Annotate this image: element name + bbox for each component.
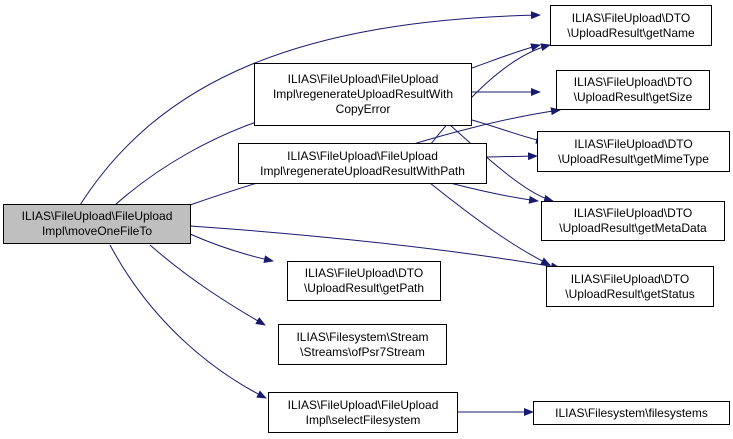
node-regenerate-with-path[interactable]: ILIAS\FileUpload\FileUpload Impl\regener…	[238, 143, 487, 184]
node-label-line-1: ILIAS\FileUpload\DTO	[570, 271, 690, 286]
edge-path-to-getname	[429, 43, 551, 146]
node-get-meta-data[interactable]: ILIAS\FileUpload\DTO \UploadResult\getMe…	[541, 201, 725, 241]
node-label-line-2: \UploadResult\getName	[567, 25, 695, 40]
node-label-line-2: \UploadResult\getMimeType	[558, 151, 709, 166]
edge-move-to-getstatus	[189, 225, 561, 271]
node-select-filesystem[interactable]: ILIAS\FileUpload\FileUpload Impl\selectF…	[268, 392, 458, 433]
node-label-line-1: ILIAS\FileUpload\DTO	[571, 10, 691, 25]
node-label-line-1: ILIAS\FileUpload\FileUpload	[287, 397, 439, 412]
node-label-line-2: \UploadResult\getStatus	[565, 286, 695, 301]
node-label-line-1: ILIAS\FileUpload\DTO	[573, 75, 693, 89]
node-label-line-2: Impl\moveOneFileTo	[41, 224, 153, 238]
node-label-line-2: \UploadResult\getPath	[303, 281, 425, 295]
node-label-line-3: CopyError	[335, 102, 391, 116]
node-move-one-file-to: ILIAS\FileUpload\FileUpload Impl\moveOne…	[3, 204, 191, 244]
node-label-line-2: Impl\regenerateUploadResultWith	[272, 87, 454, 101]
node-label-line-1: ILIAS\FileUpload\DTO	[304, 266, 424, 280]
node-label-line-1: ILIAS\FileUpload\FileUpload	[287, 148, 438, 163]
node-label-line-2: \UploadResult\getMetaData	[559, 221, 707, 235]
node-get-name[interactable]: ILIAS\FileUpload\DTO \UploadResult\getNa…	[550, 5, 712, 46]
node-label-line-1: ILIAS\FileUpload\DTO	[573, 206, 693, 220]
node-regenerate-with-copy-error[interactable]: ILIAS\FileUpload\FileUpload Impl\regener…	[254, 63, 472, 126]
edge-path-to-getmeta	[449, 182, 539, 204]
node-get-size[interactable]: ILIAS\FileUpload\DTO \UploadResult\getSi…	[556, 70, 710, 110]
edge-move-to-selectfs	[109, 244, 267, 399]
edge-copyerr-to-getmeta	[449, 124, 554, 203]
node-label-line-2: Impl\regenerateUploadResultWithPath	[260, 163, 465, 178]
edge-move-to-getpath	[189, 233, 274, 264]
node-label-line-2: \UploadResult\getSize	[573, 90, 693, 104]
node-get-path[interactable]: ILIAS\FileUpload\DTO \UploadResult\getPa…	[287, 261, 441, 301]
node-label-line-1: ILIAS\FileUpload\FileUpload	[287, 72, 439, 86]
edge-path-to-getsize	[409, 107, 561, 146]
node-label-line-1: ILIAS\Filesystem\Stream	[296, 329, 429, 344]
node-label-line-1: ILIAS\FileUpload\DTO	[574, 136, 693, 151]
edge-move-to-getname	[79, 11, 541, 206]
node-filesystems[interactable]: ILIAS\Filesystem\filesystems	[533, 401, 730, 425]
edge-copyerr-to-getname	[471, 43, 541, 69]
edge-move-to-ofpsr7	[149, 244, 266, 326]
node-of-psr7-stream[interactable]: ILIAS\Filesystem\Stream \Streams\ofPsr7S…	[278, 324, 447, 365]
node-label-line-2: Impl\selectFilesystem	[305, 412, 421, 427]
node-label-line-2: \Streams\ofPsr7Stream	[300, 344, 425, 359]
edge-path-to-getmime	[486, 152, 538, 161]
node-label-line-1: ILIAS\FileUpload\FileUpload	[21, 209, 173, 223]
edge-copyerr-to-getmime-2	[471, 119, 546, 144]
edge-move-to-regen-copy-error	[114, 116, 269, 206]
edge-path-to-getstatus	[429, 182, 551, 266]
node-get-mime-type[interactable]: ILIAS\FileUpload\DTO \UploadResult\getMi…	[537, 131, 730, 172]
node-get-status[interactable]: ILIAS\FileUpload\DTO \UploadResult\getSt…	[546, 266, 714, 307]
node-label-line-1: ILIAS\Filesystem\filesystems	[555, 405, 708, 420]
